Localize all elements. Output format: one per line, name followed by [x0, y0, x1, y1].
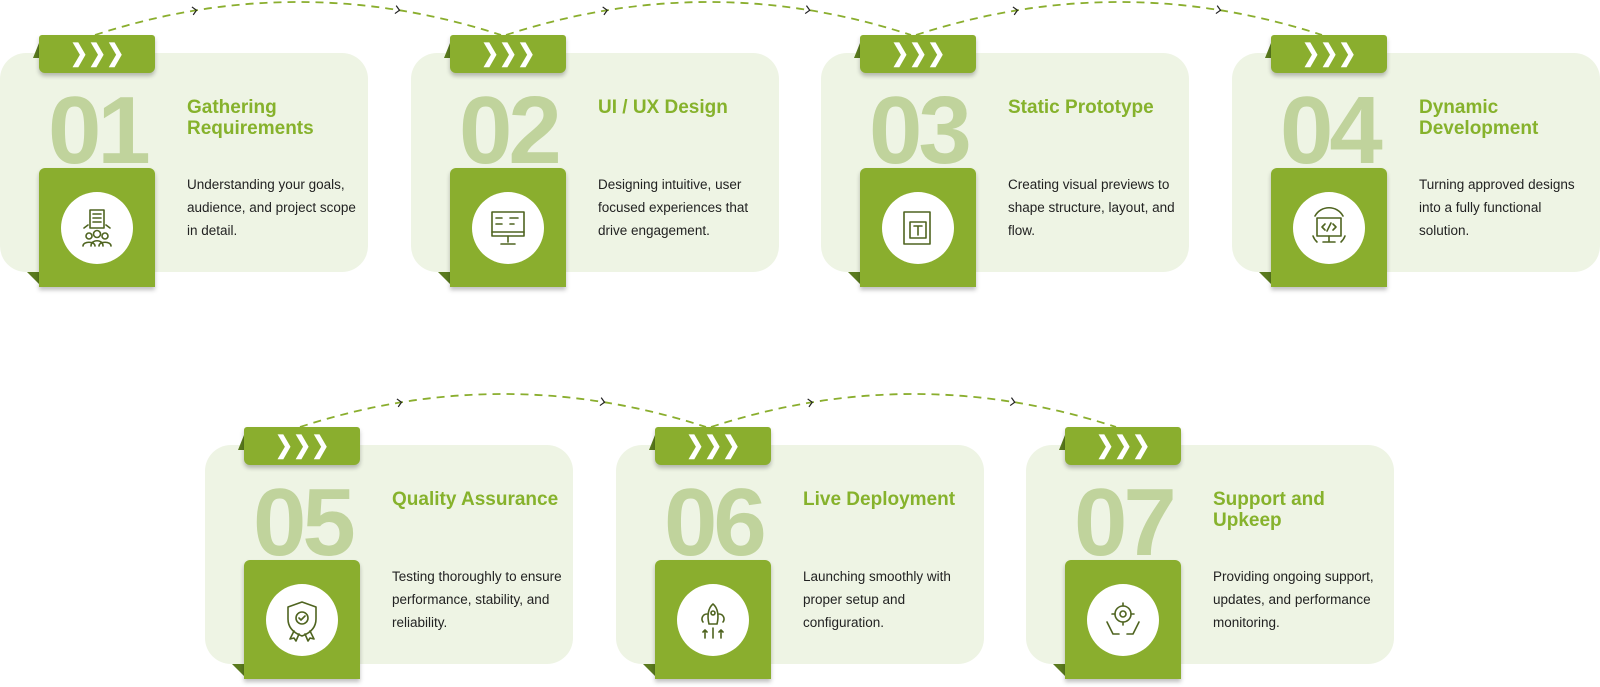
step-card-04: ❯❯❯ 04 Dynamic Development Turning appro…: [1232, 35, 1600, 287]
arrowhead-icon: [1215, 5, 1222, 15]
connector-arc: [94, 1, 502, 36]
step-card-07: ❯❯❯ 07 Support and Upkeep Providing ongo…: [1026, 427, 1394, 679]
step-description: Testing thoroughly to ensure performance…: [392, 569, 562, 630]
chevrons-icon: ❯❯❯: [274, 432, 330, 459]
arrowhead-icon: [1012, 6, 1019, 16]
connector-arc: [710, 393, 1117, 428]
icon-circle: [1087, 583, 1159, 656]
icon-box-fold: [1053, 664, 1065, 676]
arrowhead-icon: [396, 398, 403, 408]
step-card-02: ❯❯❯ 02 UI / UX Design Designing intuitiv…: [411, 35, 779, 287]
step-number: 05: [253, 469, 356, 576]
step-number: 04: [1280, 77, 1383, 184]
arrowhead-icon: [191, 6, 198, 16]
step-tab: ❯❯❯: [244, 427, 360, 465]
connector-arc: [299, 393, 707, 428]
prototype-text-frame-icon: [903, 210, 931, 245]
icon-box-fold: [438, 272, 450, 284]
step-tab: ❯❯❯: [39, 35, 155, 73]
tab-fold: [854, 43, 860, 58]
chevrons-icon: ❯❯❯: [890, 40, 946, 67]
arrowhead-icon: [599, 397, 606, 407]
step-tab: ❯❯❯: [450, 35, 566, 73]
step-title: UI / UX Design: [598, 97, 728, 118]
icon-circle: [882, 191, 954, 264]
tab-fold: [238, 435, 244, 450]
step-number: 02: [459, 77, 562, 184]
icon-circle: [472, 191, 544, 264]
arrowhead-icon: [804, 5, 811, 15]
step-number: 01: [48, 77, 151, 184]
icon-circle: [1293, 191, 1365, 264]
icon-box: [450, 168, 566, 287]
step-description: Launching smoothly with proper setup and…: [803, 569, 951, 630]
tab-fold: [1265, 43, 1271, 58]
step-title: Gathering Requirements: [187, 97, 314, 139]
step-title: Dynamic Development: [1419, 97, 1539, 139]
chevrons-icon: ❯❯❯: [480, 40, 536, 67]
icon-box-fold: [27, 272, 39, 284]
step-tab: ❯❯❯: [655, 427, 771, 465]
tab-fold: [444, 43, 450, 58]
ux-ui-monitor-icon: [491, 210, 525, 245]
icon-box-fold: [232, 664, 244, 676]
step-title: Support and Upkeep: [1213, 489, 1325, 531]
chevrons-icon: ❯❯❯: [1095, 432, 1151, 459]
step-title: Static Prototype: [1008, 97, 1154, 118]
step-description: Providing ongoing support, updates, and …: [1213, 569, 1374, 630]
chevrons-icon: ❯❯❯: [685, 432, 741, 459]
icon-box: [860, 168, 976, 287]
arrowhead-icon: [1009, 397, 1016, 407]
step-tab: ❯❯❯: [1271, 35, 1387, 73]
step-card-01: ❯❯❯ 01 Gathering Requirements Understand…: [0, 35, 368, 287]
icon-box-fold: [643, 664, 655, 676]
step-description: Turning approved designs into a fully fu…: [1419, 177, 1575, 238]
icon-circle: [677, 583, 749, 656]
step-description: Designing intuitive, user focused experi…: [598, 177, 749, 238]
connector-arc: [505, 1, 912, 36]
icon-circle: [266, 583, 338, 656]
tab-fold: [1059, 435, 1065, 450]
step-description: Understanding your goals, audience, and …: [187, 177, 356, 238]
icon-box: [655, 560, 771, 679]
icon-box-fold: [848, 272, 860, 284]
arrowhead-icon: [394, 5, 401, 15]
icon-box: [39, 168, 155, 287]
tab-fold: [33, 43, 39, 58]
icon-box: [1271, 168, 1387, 287]
code-monitor-icon: [1312, 206, 1346, 243]
step-card-05: ❯❯❯ 05 Quality Assurance Testing thoroug…: [205, 427, 573, 679]
icon-circle: [61, 191, 133, 264]
step-title: Quality Assurance: [392, 489, 559, 510]
arrowhead-icon: [602, 6, 609, 16]
step-tab: ❯❯❯: [1065, 427, 1181, 465]
step-card-03: ❯❯❯ 03 Static Prototype Creating visual …: [821, 35, 1189, 287]
gear-hands-icon: [1106, 601, 1140, 635]
chevrons-icon: ❯❯❯: [1301, 40, 1357, 67]
icon-box: [1065, 560, 1181, 679]
tab-fold: [649, 435, 655, 450]
step-description: Creating visual previews to shape struct…: [1008, 177, 1175, 238]
step-tab: ❯❯❯: [860, 35, 976, 73]
quality-shield-badge-icon: [287, 600, 317, 642]
step-number: 07: [1074, 469, 1177, 576]
rocket-cloud-icon: [701, 602, 725, 639]
icon-box: [244, 560, 360, 679]
chevrons-icon: ❯❯❯: [69, 40, 125, 67]
requirements-team-icon: [82, 208, 112, 247]
icon-box-fold: [1259, 272, 1271, 284]
step-title: Live Deployment: [803, 489, 956, 510]
step-card-06: ❯❯❯ 06 Live Deployment Launching smoothl…: [616, 427, 984, 679]
step-number: 03: [869, 77, 972, 184]
arrowhead-icon: [807, 398, 814, 408]
connector-arc: [915, 1, 1323, 36]
step-number: 06: [664, 469, 767, 576]
